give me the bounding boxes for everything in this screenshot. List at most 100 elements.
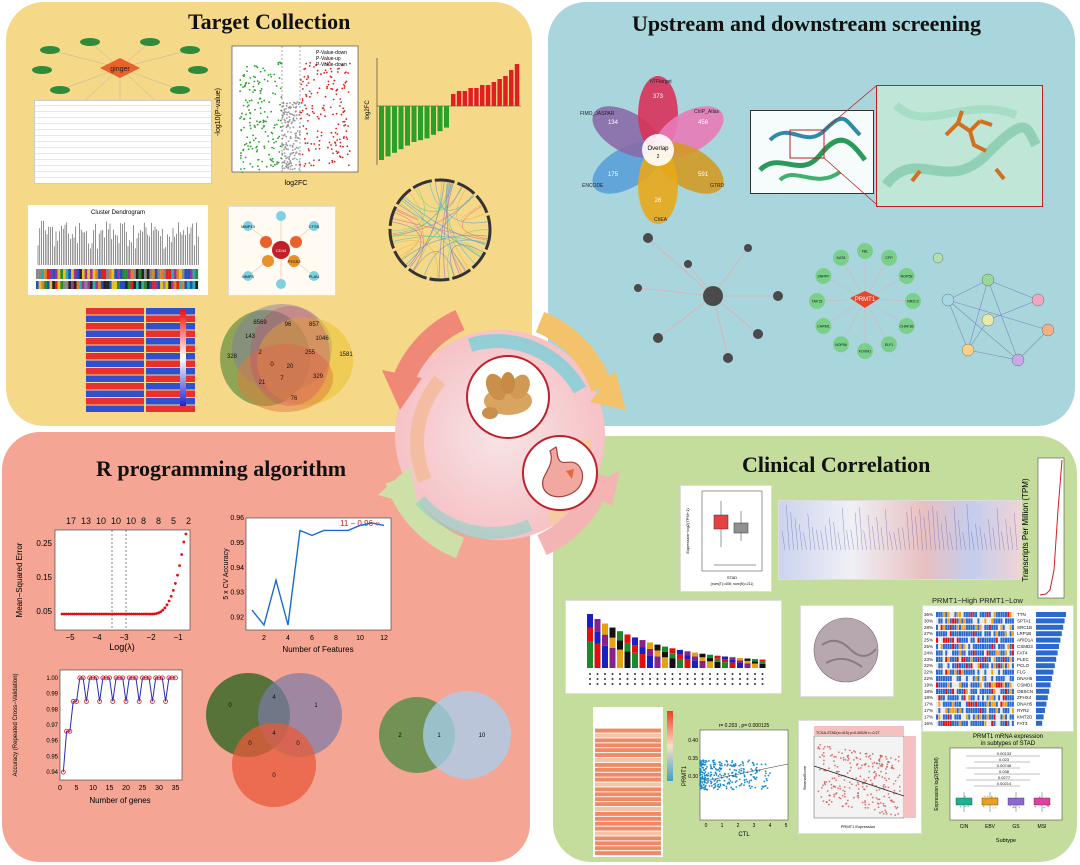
oncoprint-cell bbox=[938, 701, 941, 707]
corr-cell bbox=[595, 758, 661, 762]
volcano-dot bbox=[337, 123, 340, 126]
oncoprint-cell bbox=[988, 695, 991, 701]
mutation-bar-segment bbox=[617, 640, 623, 650]
volcano-dot bbox=[298, 168, 301, 171]
oncoprint-cell bbox=[979, 682, 982, 688]
module-color bbox=[92, 269, 96, 279]
oncoprint-cell bbox=[1000, 688, 1003, 694]
oncoprint-cell bbox=[1009, 631, 1012, 637]
boxplot-panel bbox=[680, 485, 772, 592]
rf-point bbox=[126, 675, 132, 681]
module-color bbox=[138, 281, 142, 289]
volcano-dot bbox=[273, 124, 276, 127]
rf-point bbox=[159, 675, 165, 681]
oncoprint-cell bbox=[961, 656, 964, 662]
volcano-dot bbox=[293, 167, 296, 170]
oncoprint-cell bbox=[1011, 669, 1014, 675]
scatter2-point bbox=[879, 802, 882, 804]
volcano-dot bbox=[347, 125, 349, 127]
expression-boxplot: Expression−log2(TPM+1) STAD (num(T)=408;… bbox=[685, 490, 763, 586]
scatter1-point bbox=[766, 787, 769, 790]
oncoprint-cell bbox=[1007, 688, 1010, 694]
volcano-dot bbox=[301, 88, 304, 90]
oncoprint-cell bbox=[949, 612, 952, 618]
venn3-bc: 0 bbox=[296, 741, 300, 747]
oncoprint-cell bbox=[956, 624, 959, 630]
venn3-c: 0 bbox=[272, 773, 276, 779]
mutation-dot bbox=[694, 673, 696, 675]
lasso-point bbox=[115, 612, 118, 616]
oncoprint-gene: SPTA1 bbox=[1017, 618, 1031, 623]
scatter2-point bbox=[892, 767, 895, 770]
scatter1-ytick: 0.40 bbox=[688, 738, 698, 744]
volcano-dot bbox=[328, 61, 331, 64]
oncoprint-cell bbox=[1007, 618, 1010, 624]
lasso-point bbox=[165, 603, 169, 607]
scatter2-point bbox=[879, 756, 882, 759]
scatter1-point bbox=[743, 774, 746, 777]
scatter2-point bbox=[894, 758, 897, 761]
rf-point bbox=[77, 675, 83, 681]
volcano-dot bbox=[254, 89, 257, 92]
volcano-dot bbox=[252, 85, 255, 88]
oncoprint-cell bbox=[977, 663, 980, 669]
star-node-label: NOP56 bbox=[835, 343, 847, 347]
scatter2-point bbox=[863, 763, 866, 766]
subtype-point bbox=[956, 798, 959, 801]
oncoprint-bar bbox=[1036, 720, 1043, 726]
scatter1-point bbox=[722, 774, 725, 777]
oncoprint-cell bbox=[936, 612, 938, 618]
mutation-dot bbox=[611, 683, 614, 685]
scatter2-point bbox=[828, 799, 831, 802]
volcano-dot bbox=[304, 142, 307, 145]
volcano-dot bbox=[299, 163, 302, 166]
scatter1-point bbox=[730, 786, 733, 789]
scatter2-point bbox=[878, 788, 881, 791]
oncoprint-cell bbox=[968, 688, 971, 694]
chord-link bbox=[392, 221, 422, 267]
volcano-dot bbox=[330, 70, 333, 73]
oncoprint-cell bbox=[968, 637, 971, 643]
scatter2-point bbox=[823, 759, 825, 762]
oncoprint-cell bbox=[945, 688, 948, 694]
lasso-point bbox=[87, 612, 91, 616]
oncoprint-cell bbox=[949, 676, 952, 682]
corr-cell bbox=[595, 802, 661, 807]
scatter2-point bbox=[826, 790, 829, 792]
mutation-dot bbox=[649, 678, 651, 680]
scatter2-point bbox=[897, 776, 899, 779]
oncoprint-cell bbox=[972, 688, 975, 694]
oncoprint-cell bbox=[986, 682, 989, 688]
mutation-dot bbox=[619, 673, 621, 675]
mutation-dot bbox=[679, 673, 681, 675]
fc-bar bbox=[497, 79, 502, 106]
scatter1-point bbox=[719, 768, 722, 771]
oncoprint-cell bbox=[977, 650, 980, 656]
oncoprint-cell bbox=[984, 663, 987, 669]
module-color bbox=[36, 281, 39, 289]
fc-bar bbox=[379, 106, 384, 160]
oncoprint-gene: DNAH5 bbox=[1017, 702, 1033, 707]
volcano-dot bbox=[272, 160, 274, 163]
module-color bbox=[179, 281, 182, 289]
oncoprint-cell bbox=[961, 631, 964, 637]
oncoprint-cell bbox=[984, 714, 987, 720]
oncoprint-bar bbox=[1036, 669, 1054, 675]
rf-xtick: 5 bbox=[75, 785, 79, 792]
oncoprint-cell bbox=[947, 624, 950, 630]
chord-link bbox=[399, 203, 425, 270]
oncoprint-cell bbox=[954, 624, 957, 630]
oncoprint-cell bbox=[942, 695, 945, 701]
volcano-dot bbox=[277, 61, 280, 64]
strip-line bbox=[927, 510, 932, 551]
scatter2-point bbox=[844, 795, 846, 798]
chord-diagram bbox=[388, 178, 492, 282]
volcano-dot bbox=[279, 103, 281, 106]
corr-cell bbox=[595, 713, 661, 718]
oncoprint-cell bbox=[963, 663, 966, 669]
oncoprint-cell bbox=[954, 637, 957, 643]
petal-value: 134 bbox=[608, 120, 619, 126]
scatter1-point bbox=[703, 781, 706, 784]
scatter2-point bbox=[883, 795, 886, 798]
scatter1-point bbox=[740, 769, 743, 772]
